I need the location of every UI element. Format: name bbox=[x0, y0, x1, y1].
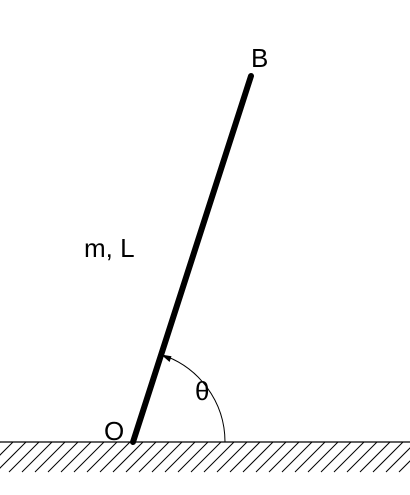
hatch-line bbox=[255, 441, 287, 473]
hatch-line bbox=[73, 441, 105, 473]
label-o: O bbox=[104, 416, 124, 446]
hatch-line bbox=[346, 441, 378, 473]
ground-hatching bbox=[0, 441, 410, 473]
hatch-line bbox=[47, 441, 79, 473]
hatch-line bbox=[190, 441, 222, 473]
hatch-line bbox=[86, 441, 118, 473]
hatch-line bbox=[203, 441, 235, 473]
label-mass-length: m, L bbox=[84, 233, 135, 263]
hatch-line bbox=[242, 441, 274, 473]
hatch-line bbox=[281, 441, 313, 473]
hatch-line bbox=[99, 441, 131, 473]
hatch-line bbox=[216, 441, 248, 473]
hatch-line bbox=[151, 441, 183, 473]
hatch-line bbox=[0, 441, 14, 456]
hatch-line bbox=[320, 441, 352, 473]
angle-arc bbox=[160, 354, 226, 443]
angle-arrowhead bbox=[161, 354, 172, 362]
hatch-line bbox=[333, 441, 365, 473]
hatch-line bbox=[307, 441, 339, 473]
hatch-line bbox=[34, 441, 66, 473]
hatch-line bbox=[177, 441, 209, 473]
hatch-line bbox=[125, 441, 157, 473]
hatch-line bbox=[398, 460, 410, 473]
rod bbox=[130, 73, 254, 445]
hatch-line bbox=[60, 441, 92, 473]
hatch-line bbox=[0, 441, 27, 469]
hatch-line bbox=[138, 441, 170, 473]
hatch-line bbox=[372, 441, 404, 473]
hatch-line bbox=[385, 447, 410, 473]
hatch-line bbox=[268, 441, 300, 473]
hatch-line bbox=[8, 441, 40, 473]
hatch-line bbox=[359, 441, 391, 473]
hatch-line bbox=[21, 441, 53, 473]
label-theta: θ bbox=[195, 376, 209, 406]
hatch-line bbox=[164, 441, 196, 473]
hatch-line bbox=[229, 441, 261, 473]
label-b: B bbox=[251, 43, 268, 73]
hatch-line bbox=[294, 441, 326, 473]
hatch-line bbox=[112, 441, 144, 473]
